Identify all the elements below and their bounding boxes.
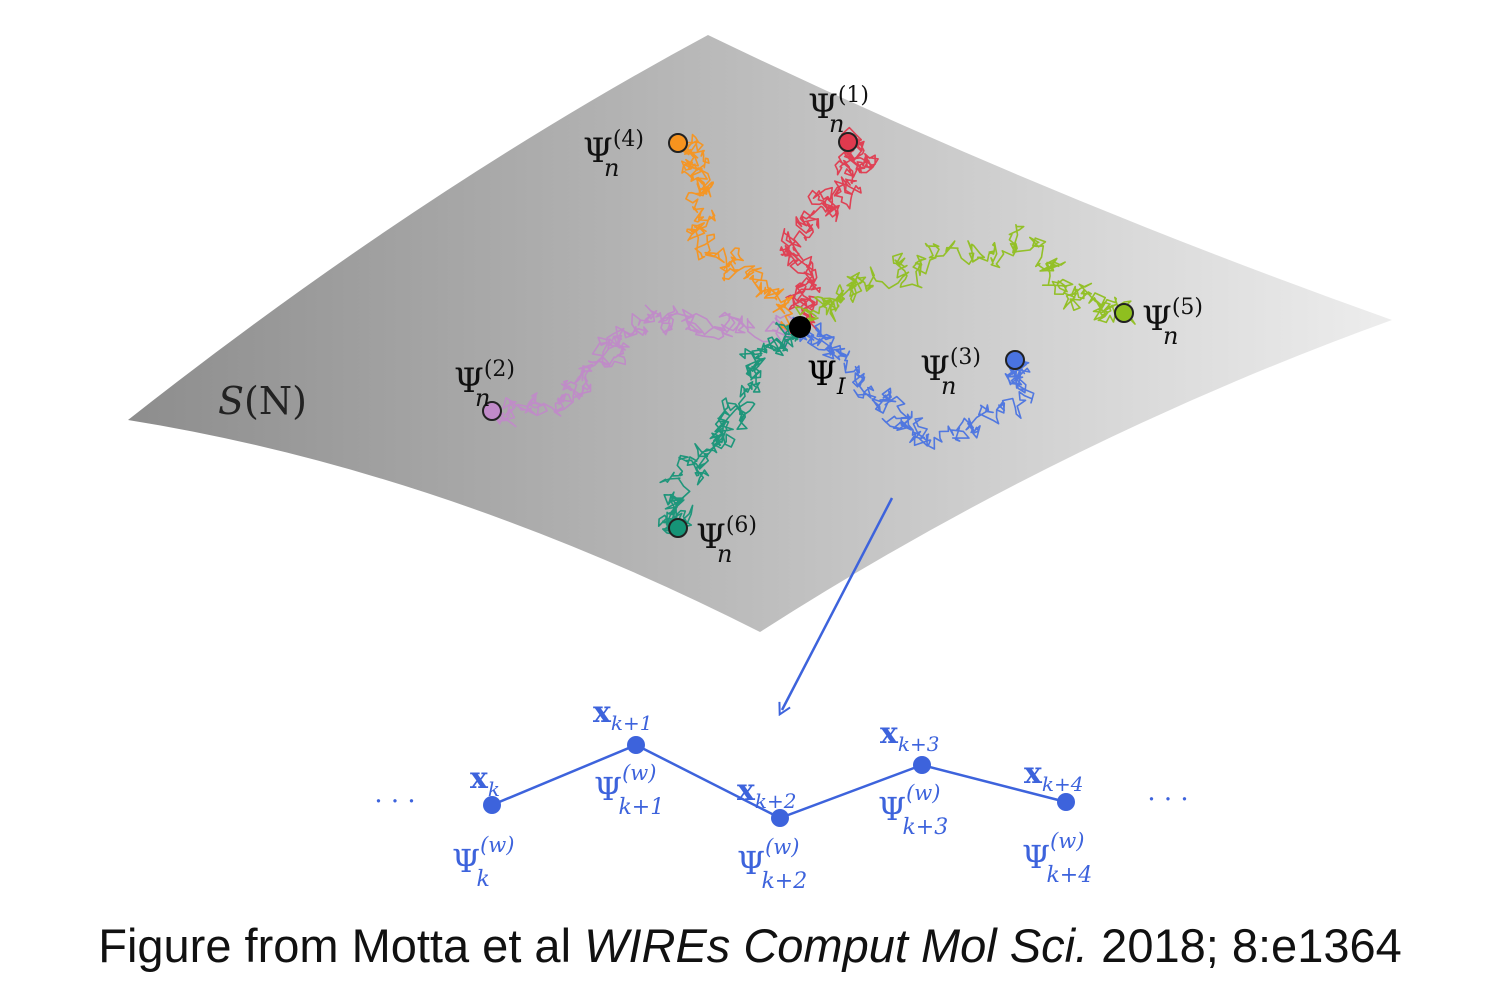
walker-endpoint-2 bbox=[482, 401, 502, 421]
walker-endpoints: Ψ(1)nΨ(2)n Ψ(3)n Ψ(4)nΨ(5)nΨ(6)n bbox=[454, 83, 1203, 568]
chain-psi-label-1: Ψ(w)k bbox=[452, 833, 514, 892]
chain-x-label-5: xk+4 bbox=[1024, 756, 1084, 796]
walker-trajectories bbox=[489, 126, 1136, 535]
walker-label-4: Ψ(4)n bbox=[583, 127, 644, 182]
manifold-label: S(N) bbox=[218, 379, 307, 423]
chain-node-2 bbox=[627, 736, 645, 754]
chain-x-label-2: xk+1 bbox=[593, 695, 653, 735]
walker-label-3: Ψ(3)n bbox=[920, 345, 981, 400]
caption-journal: WIREs Comput Mol Sci. bbox=[584, 919, 1089, 972]
walker-path-1 bbox=[779, 126, 879, 335]
walker-endpoint-3 bbox=[1005, 350, 1025, 370]
walker-path-6 bbox=[657, 321, 807, 535]
walker-path-2 bbox=[489, 304, 801, 428]
chain-node-1 bbox=[483, 796, 501, 814]
walker-label-5: Ψ(5)n bbox=[1142, 295, 1203, 350]
initial-state-label: ΨI bbox=[807, 354, 847, 400]
walker-chain: · · · · · · xkΨ(w)k xk+1Ψ(w)k+1 xk+2Ψ(w)k+2 x… bbox=[374, 695, 1188, 894]
chain-psi-label-5: Ψ(w)k+4 bbox=[1022, 829, 1092, 888]
manifold-surface bbox=[128, 35, 1392, 632]
initial-state-point: ΨI bbox=[789, 316, 847, 400]
walker-endpoint-1 bbox=[838, 132, 858, 152]
figure-caption: Figure from Motta et al WIREs Comput Mol… bbox=[0, 918, 1500, 973]
walker-endpoint-4 bbox=[668, 133, 688, 153]
initial-state-marker bbox=[789, 316, 811, 338]
caption-prefix: Figure from Motta et al bbox=[98, 919, 585, 972]
chain-node-5 bbox=[1057, 793, 1075, 811]
walker-label-1: Ψ(1)n bbox=[808, 83, 869, 138]
chain-psi-label-4: Ψ(w)k+3 bbox=[878, 781, 948, 840]
walker-label-6: Ψ(6)n bbox=[696, 513, 757, 568]
chain-node-4 bbox=[913, 756, 931, 774]
walker-path-4 bbox=[677, 133, 807, 337]
chain-x-label-1: xk bbox=[470, 761, 500, 801]
chain-ellipsis-left: · · · bbox=[374, 787, 415, 817]
chain-x-label-4: xk+3 bbox=[880, 716, 940, 756]
chain-psi-label-2: Ψ(w)k+1 bbox=[594, 761, 664, 820]
walker-endpoint-6 bbox=[668, 518, 688, 538]
chain-psi-label-3: Ψ(w)k+2 bbox=[737, 835, 807, 894]
chain-node-3 bbox=[771, 809, 789, 827]
chain-x-label-3: xk+2 bbox=[737, 773, 797, 813]
walker-label-2: Ψ(2)n bbox=[454, 357, 515, 412]
walker-path-3 bbox=[786, 316, 1035, 450]
caption-suffix: 2018; 8:e1364 bbox=[1088, 919, 1402, 972]
zoom-arrow bbox=[782, 497, 894, 710]
walker-path-5 bbox=[794, 224, 1136, 336]
chain-ellipsis-right: · · · bbox=[1147, 785, 1188, 815]
walker-endpoint-5 bbox=[1114, 303, 1134, 323]
